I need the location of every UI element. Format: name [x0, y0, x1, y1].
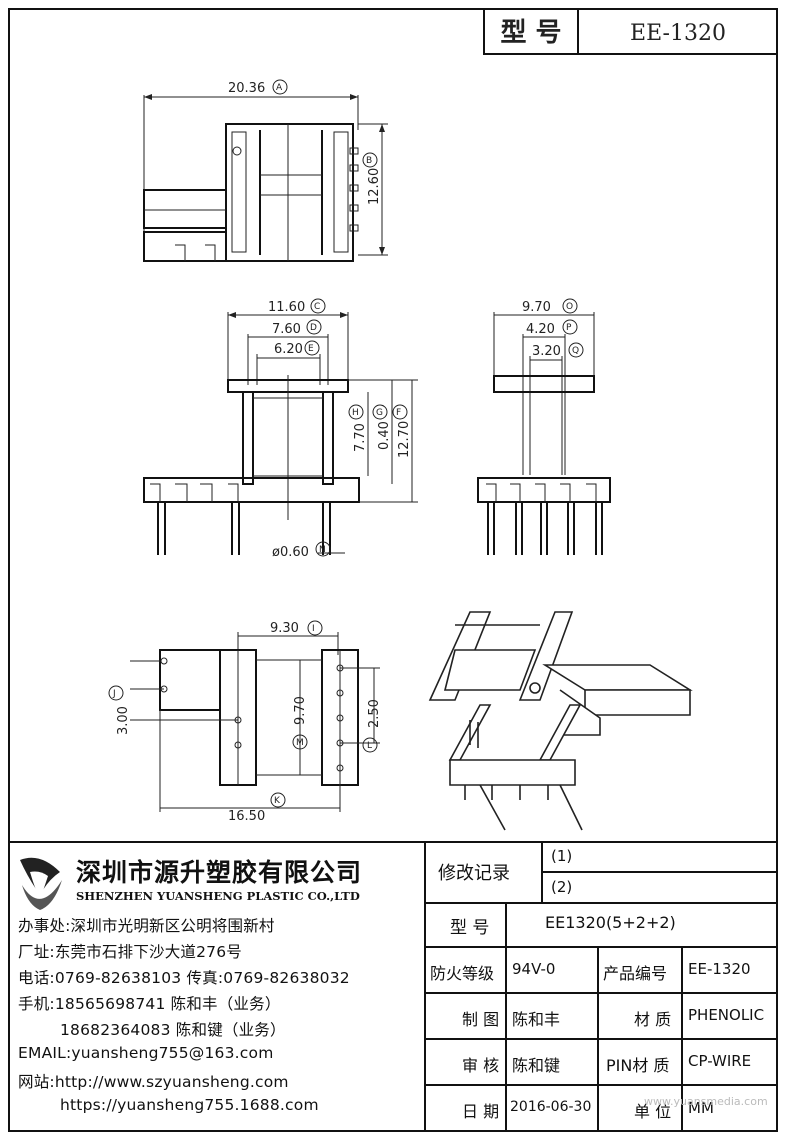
dim-K-value: 16.50 [228, 809, 265, 824]
isometric-view-drawing [428, 611, 693, 831]
front-view-drawing: 11.60 C 7.60 D 6.20 E ø0.60 N 12.70 F [143, 298, 418, 560]
model-value: EE1320(5+2+2) [545, 913, 676, 932]
website-2: https://yuansheng755.1688.com [60, 1096, 319, 1114]
svg-text:I: I [312, 624, 315, 634]
svg-text:K: K [274, 796, 281, 806]
svg-text:O: O [566, 302, 573, 312]
svg-text:H: H [352, 408, 359, 418]
svg-text:D: D [310, 323, 317, 333]
svg-text:N: N [319, 545, 326, 555]
dim-B-value: 12.60 [367, 168, 382, 205]
mobile-1: 手机:18565698741 陈和丰（业务） [18, 995, 281, 1013]
unit-label: 单 位 [634, 1102, 672, 1121]
dim-J-value: 3.00 [116, 706, 131, 735]
svg-text:P: P [566, 323, 572, 333]
top-view-drawing: 20.36 A 12.60 B [143, 79, 388, 262]
dim-C-value: 11.60 [268, 300, 305, 315]
svg-text:M: M [296, 738, 304, 748]
info-table-grid [425, 842, 777, 1131]
dim-G-value: 0.40 [377, 421, 392, 450]
dim-L-value: 2.50 [367, 699, 382, 728]
watermark: www.yuansmedia.com [644, 1095, 768, 1108]
date-label: 日 期 [462, 1102, 500, 1121]
office-address: 办事处:深圳市光明新区公明将围新村 [18, 917, 275, 935]
fire-rating-value: 94V-0 [512, 960, 556, 978]
svg-text:E: E [308, 344, 314, 354]
dim-P-value: 4.20 [526, 322, 555, 337]
mobile-2: 18682364083 陈和键（业务） [60, 1021, 286, 1039]
pin-material-value: CP-WIRE [688, 1052, 752, 1070]
company-name-en: SHENZHEN YUANSHENG PLASTIC CO.,LTD [76, 889, 360, 903]
svg-text:G: G [376, 408, 383, 418]
phone-fax: 电话:0769-82638103 传真:0769-82638032 [18, 969, 350, 987]
fire-rating-label: 防火等级 [430, 964, 495, 983]
side-view-drawing: 9.70 O 4.20 P 3.20 Q [477, 298, 611, 555]
svg-text:B: B [366, 156, 372, 166]
revision-2: (2) [551, 878, 573, 896]
unit-value: MM [688, 1099, 714, 1117]
svg-text:F: F [396, 408, 401, 418]
pin-material-label: PIN材 质 [606, 1056, 670, 1075]
dim-M-value: 9.70 [293, 696, 308, 725]
model-label: 型 号 [450, 918, 490, 938]
model-title-label: 型 号 [500, 18, 561, 48]
dim-A-value: 20.36 [228, 81, 265, 96]
bottom-view-drawing: 9.30 I 3.00 J 9.70 M 2.50 L 16.50 [108, 620, 382, 824]
material-value: PHENOLIC [688, 1006, 765, 1024]
website-1: 网站:http://www.szyuansheng.com [18, 1073, 289, 1091]
factory-address: 厂址:东莞市石排下沙大道276号 [18, 943, 243, 961]
product-no-label: 产品编号 [603, 964, 668, 983]
dim-N-value: ø0.60 [272, 545, 309, 560]
revision-1: (1) [551, 847, 573, 865]
svg-text:L: L [367, 741, 372, 751]
email: EMAIL:yuansheng755@163.com [18, 1044, 274, 1062]
dim-F-value: 12.70 [397, 421, 412, 458]
dim-D-value: 7.60 [272, 322, 301, 337]
revision-label: 修改记录 [438, 863, 510, 884]
dim-H-value: 7.70 [353, 423, 368, 452]
drawn-by-value: 陈和丰 [512, 1010, 561, 1029]
svg-text:A: A [276, 83, 283, 93]
svg-text:J: J [112, 689, 116, 699]
company-logo [20, 857, 62, 910]
dim-O-value: 9.70 [522, 300, 551, 315]
reviewed-by-value: 陈和键 [512, 1056, 561, 1075]
drawn-by-label: 制 图 [462, 1010, 500, 1029]
dim-E-value: 6.20 [274, 342, 303, 357]
sheet-border [8, 8, 778, 1132]
svg-text:Q: Q [572, 346, 579, 356]
company-name-cn: 深圳市源升塑胶有限公司 [76, 858, 363, 887]
reviewed-by-label: 审 核 [462, 1056, 500, 1075]
svg-text:C: C [314, 302, 320, 312]
date-value: 2016-06-30 [510, 1099, 592, 1115]
material-label: 材 质 [634, 1010, 672, 1029]
dim-Q-value: 3.20 [532, 344, 561, 359]
dim-I-value: 9.30 [270, 621, 299, 636]
model-title-box: 型 号 EE-1320 [483, 8, 778, 55]
product-no-value: EE-1320 [688, 960, 751, 978]
model-title-value: EE-1320 [630, 21, 726, 46]
